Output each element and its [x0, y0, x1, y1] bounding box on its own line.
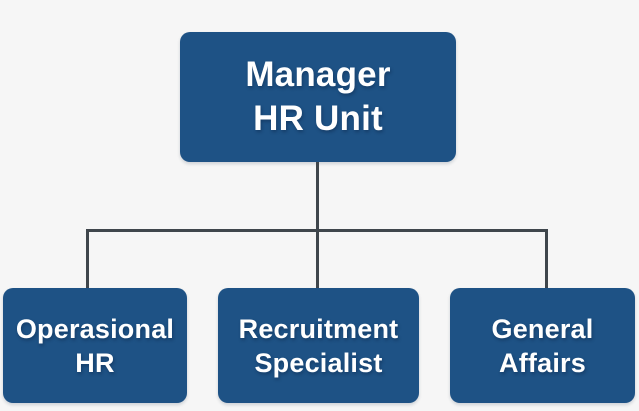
- connector-root-to-middle: [316, 162, 319, 288]
- connector-drop-left: [86, 229, 89, 288]
- connector-drop-right: [545, 229, 548, 288]
- node-label-line: General: [491, 313, 594, 344]
- node-label-line: Affairs: [499, 347, 586, 378]
- org-node-manager-hr-unit: Manager HR Unit: [180, 32, 456, 162]
- org-node-general-affairs: General Affairs: [450, 288, 635, 403]
- node-label-line: HR Unit: [253, 99, 383, 138]
- org-node-operasional-hr: Operasional HR: [3, 288, 187, 403]
- node-label-line: Manager: [245, 55, 391, 94]
- node-label-line: Recruitment: [238, 313, 399, 344]
- connector-horizontal-rail: [86, 229, 548, 232]
- node-label-line: HR: [75, 347, 115, 378]
- org-node-recruitment-specialist: Recruitment Specialist: [218, 288, 419, 403]
- node-label-line: Operasional: [15, 313, 175, 344]
- node-label-line: Specialist: [254, 347, 383, 378]
